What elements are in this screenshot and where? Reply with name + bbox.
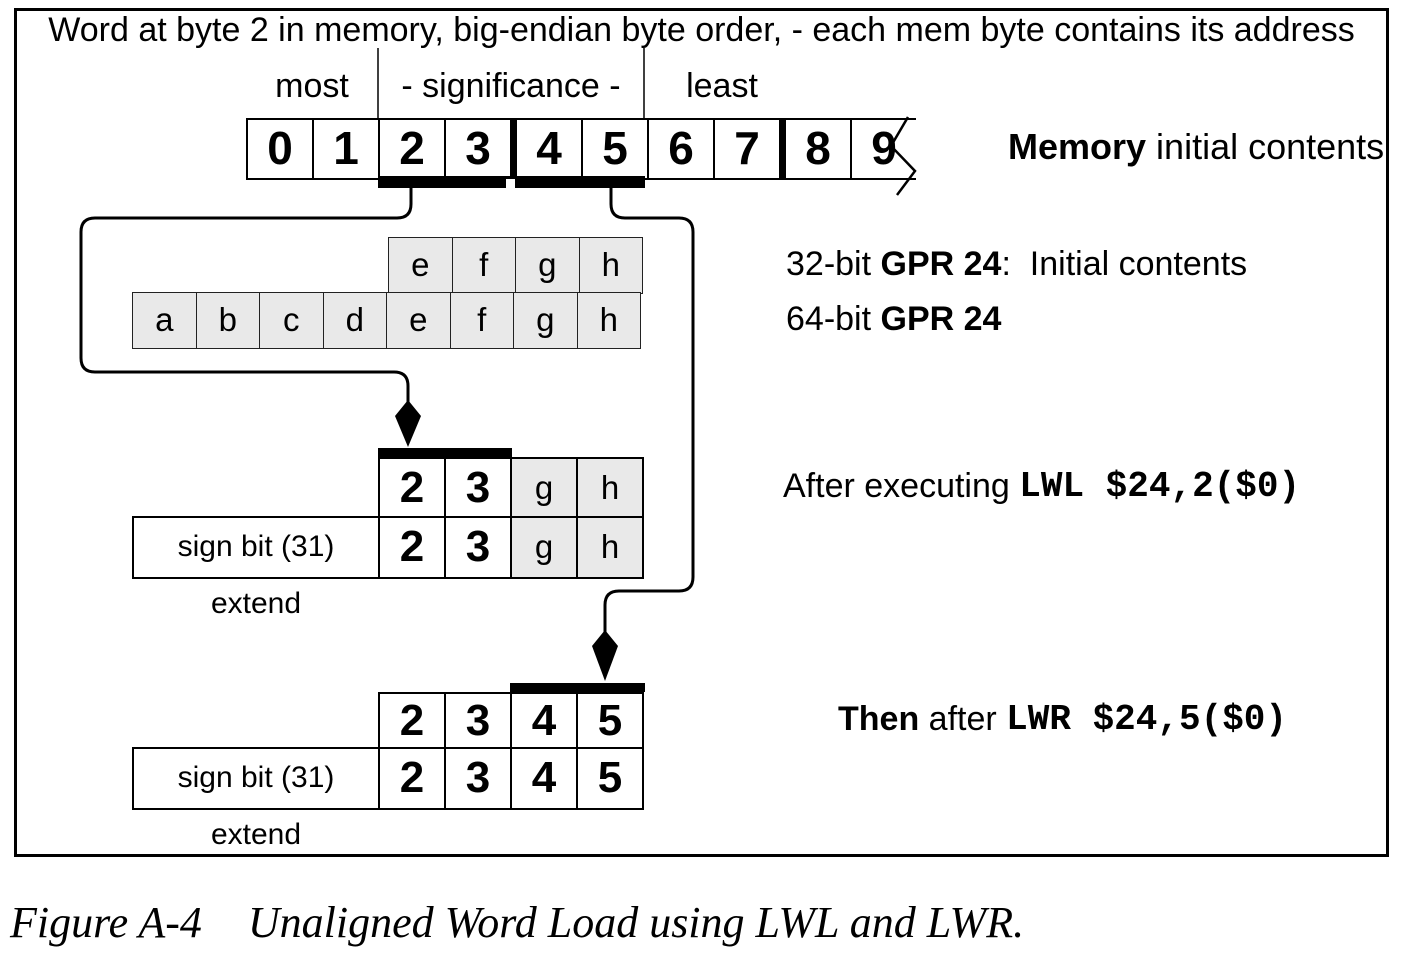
gpr64-byte-a: a [133,293,197,348]
memory-byte-3: 3 [446,120,517,178]
gpr32-label: 32-bit GPR 24: Initial contents [786,237,1247,292]
gpr64-label-prefix: 64-bit [786,300,881,338]
lwr-bottom-byte-2: 4 [512,749,578,808]
gpr64-row: a b c d e f g h [132,292,641,349]
memory-row-label: Memory initial contents [1008,118,1384,176]
lwr-instruction: LWR $24,5($0) [1006,699,1288,740]
gpr64-byte-g: g [514,293,578,348]
label-significance: - significance - [401,67,621,105]
memory-label-rest: initial contents [1146,126,1385,167]
word-half-notch [506,179,515,188]
memory-byte-6: 6 [649,120,715,178]
lwr-bottom-row: sign bit (31) extend 2 3 4 5 [132,747,644,851]
diagram-title: Word at byte 2 in memory, big-endian byt… [48,11,1355,49]
gpr64-byte-d: d [323,293,387,348]
gpr32-byte-g: g [516,238,580,293]
lwl-top-byte-2: g [512,459,578,518]
gpr64-byte-e: e [387,293,451,348]
gpr64-byte-c: c [260,293,324,348]
lwl-instruction: LWL $24,2($0) [1019,466,1301,507]
gpr64-label: 64-bit GPR 24 [786,292,1001,347]
gpr64-label-name: GPR 24 [880,300,1002,338]
gpr32-byte-h: h [579,238,642,293]
lwl-top-byte-1: 3 [446,459,512,518]
memory-byte-0: 0 [248,120,314,178]
memory-byte-5: 5 [583,120,649,178]
lwr-loaded-bytes-bar [510,683,645,692]
figure-caption: Figure A-4 Unaligned Word Load using LWL … [10,898,1024,948]
gpr32-label-suffix: : Initial contents [1001,245,1248,283]
lwl-caption: After executing LWL $24,2($0) [783,457,1300,516]
gpr64-byte-f: f [450,293,514,348]
lwl-top-byte-0: 2 [380,459,446,518]
lwr-bottom-byte-1: 3 [446,749,512,808]
gpr32-row: e f g h [388,237,643,294]
lwl-bottom-byte-1: 3 [446,518,512,577]
memory-byte-7: 7 [715,120,786,178]
lwl-sign-extend-label: sign bit (31) extend [134,518,380,620]
lwr-top-byte-3: 5 [578,694,642,749]
lwr-caption: Then after LWR $24,5($0) [838,692,1287,747]
lwr-caption-bold: Then [838,700,920,738]
figure-number: Figure A-4 [10,898,202,947]
lwr-sign-extend-label: sign bit (31) extend [134,749,380,851]
figure-caption-text: Unaligned Word Load using LWL and LWR. [247,898,1025,947]
memory-byte-1: 1 [314,120,380,178]
lwl-bottom-row: sign bit (31) extend 2 3 g h [132,516,644,620]
lwr-bottom-byte-0: 2 [380,749,446,808]
memory-byte-4: 4 [517,120,583,178]
lwl-bottom-byte-2: g [512,518,578,577]
lwr-bottom-byte-3: 5 [578,749,642,808]
lwl-loaded-bytes-bar [378,448,512,457]
lwr-top-byte-1: 3 [446,694,512,749]
gpr64-byte-b: b [196,293,260,348]
gpr64-byte-h: h [577,293,640,348]
memory-label-bold: Memory [1008,126,1147,167]
gpr32-byte-e: e [389,238,453,293]
lwl-bottom-byte-0: 2 [380,518,446,577]
lwl-bottom-byte-3: h [578,518,642,577]
gpr32-label-prefix: 32-bit [786,245,881,283]
memory-byte-9: 9 [871,122,897,174]
gpr32-byte-f: f [452,238,516,293]
lwr-top-row: 2 3 4 5 [378,692,644,751]
memory-byte-2: 2 [380,120,446,178]
lwl-caption-prefix: After executing [783,467,1020,505]
lwl-top-row: 2 3 g h [378,457,644,520]
lwr-top-byte-2: 4 [512,694,578,749]
label-least: least [686,67,758,105]
lwr-top-byte-0: 2 [380,694,446,749]
memory-byte-row: 0 1 2 3 4 5 6 7 8 9 [246,118,916,180]
label-most: most [275,67,349,105]
lwl-top-byte-3: h [578,459,642,518]
lwr-caption-mid: after [919,700,1007,738]
gpr32-label-name: GPR 24 [880,245,1002,283]
memory-byte-8: 8 [786,120,852,178]
